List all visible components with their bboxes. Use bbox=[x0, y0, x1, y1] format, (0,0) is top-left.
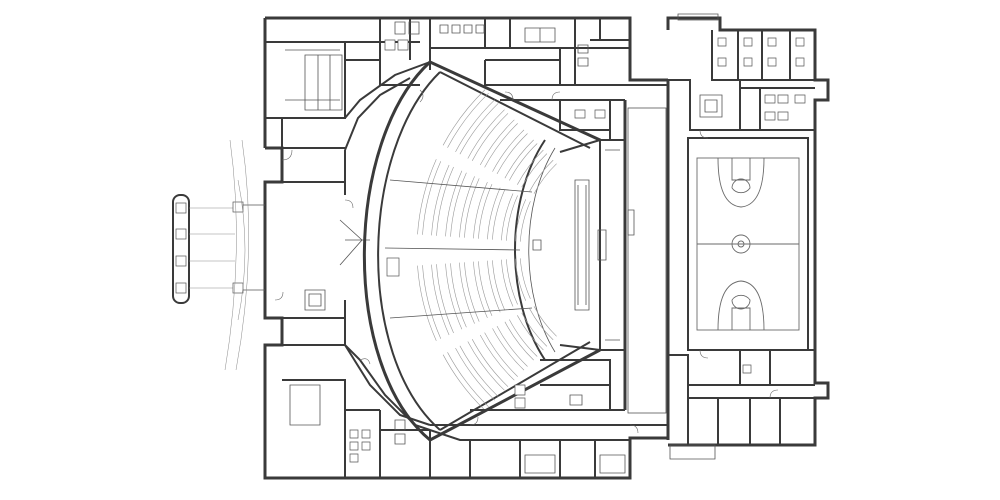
seat-row-back bbox=[431, 264, 450, 336]
east-wing bbox=[666, 13, 830, 460]
entry-canopy bbox=[172, 139, 265, 371]
seat-row bbox=[436, 166, 454, 236]
seat-row-back bbox=[529, 308, 554, 341]
seat-row bbox=[447, 92, 489, 148]
seat-row bbox=[521, 153, 548, 188]
seat-row-back bbox=[445, 263, 463, 330]
seat-row-back bbox=[467, 341, 505, 391]
seat-row bbox=[509, 143, 538, 181]
seat-row bbox=[496, 133, 528, 175]
seat-row bbox=[533, 163, 557, 194]
seat-row bbox=[533, 306, 557, 337]
seat-row-back bbox=[517, 315, 544, 351]
seat-row bbox=[520, 258, 531, 299]
seat-row-back bbox=[517, 149, 544, 185]
seat-row-back bbox=[455, 347, 496, 401]
seat-row-back bbox=[473, 181, 488, 239]
seat-row-back bbox=[487, 260, 501, 313]
seat-row bbox=[436, 264, 454, 334]
seat-row-back bbox=[442, 89, 486, 146]
seat-row bbox=[484, 123, 518, 168]
seat-row-back bbox=[515, 199, 527, 242]
canopy-column bbox=[175, 202, 187, 214]
seat-row-back bbox=[479, 334, 515, 381]
seat-row-back bbox=[501, 193, 514, 241]
seat-row bbox=[447, 352, 489, 408]
seat-row-back bbox=[417, 159, 437, 235]
seat-row bbox=[509, 319, 538, 357]
seat-row-back bbox=[492, 129, 525, 172]
seat-row-back bbox=[455, 99, 496, 153]
seat-row bbox=[422, 161, 442, 235]
seat-row bbox=[496, 325, 528, 367]
seat-row bbox=[450, 172, 467, 237]
seat-row-back bbox=[479, 119, 515, 166]
seat-row-back bbox=[492, 328, 525, 371]
seat-row bbox=[506, 259, 518, 305]
seating-rows bbox=[417, 89, 557, 411]
seat-row-back bbox=[459, 176, 475, 238]
connector-corridor bbox=[430, 80, 670, 440]
seat-row bbox=[450, 263, 467, 328]
seat-row bbox=[464, 262, 480, 322]
seat-row-back bbox=[473, 261, 488, 319]
seat-row-back bbox=[445, 170, 463, 237]
seat-row bbox=[422, 265, 442, 339]
seat-row-back bbox=[515, 258, 527, 301]
seat-row bbox=[478, 261, 493, 317]
seat-row-back bbox=[459, 262, 475, 324]
seat-row bbox=[521, 312, 548, 347]
seat-row-back bbox=[501, 259, 514, 307]
seat-row-back bbox=[442, 354, 486, 411]
seat-row bbox=[478, 183, 493, 239]
seat-row bbox=[464, 178, 480, 238]
door-swings bbox=[274, 89, 779, 434]
west-wing bbox=[263, 16, 668, 480]
seat-row bbox=[520, 201, 531, 242]
seat-row bbox=[506, 195, 518, 241]
seat-row-back bbox=[467, 109, 505, 159]
seat-row-back bbox=[487, 187, 501, 240]
seat-row bbox=[471, 339, 509, 387]
seat-row-back bbox=[504, 321, 534, 361]
seat-row-back bbox=[417, 265, 437, 341]
canopy-column bbox=[175, 228, 187, 240]
seat-row-back bbox=[431, 164, 450, 236]
seat-row bbox=[484, 332, 518, 377]
seat-row-back bbox=[504, 139, 534, 179]
canopy-column bbox=[175, 282, 187, 294]
seat-row bbox=[459, 345, 499, 397]
seat-row bbox=[471, 113, 509, 161]
seat-row bbox=[492, 189, 506, 240]
worship-center bbox=[362, 60, 626, 442]
canopy-column bbox=[175, 255, 187, 267]
seat-row bbox=[492, 260, 506, 311]
seat-row-back bbox=[529, 159, 554, 192]
seat-row bbox=[459, 103, 499, 155]
